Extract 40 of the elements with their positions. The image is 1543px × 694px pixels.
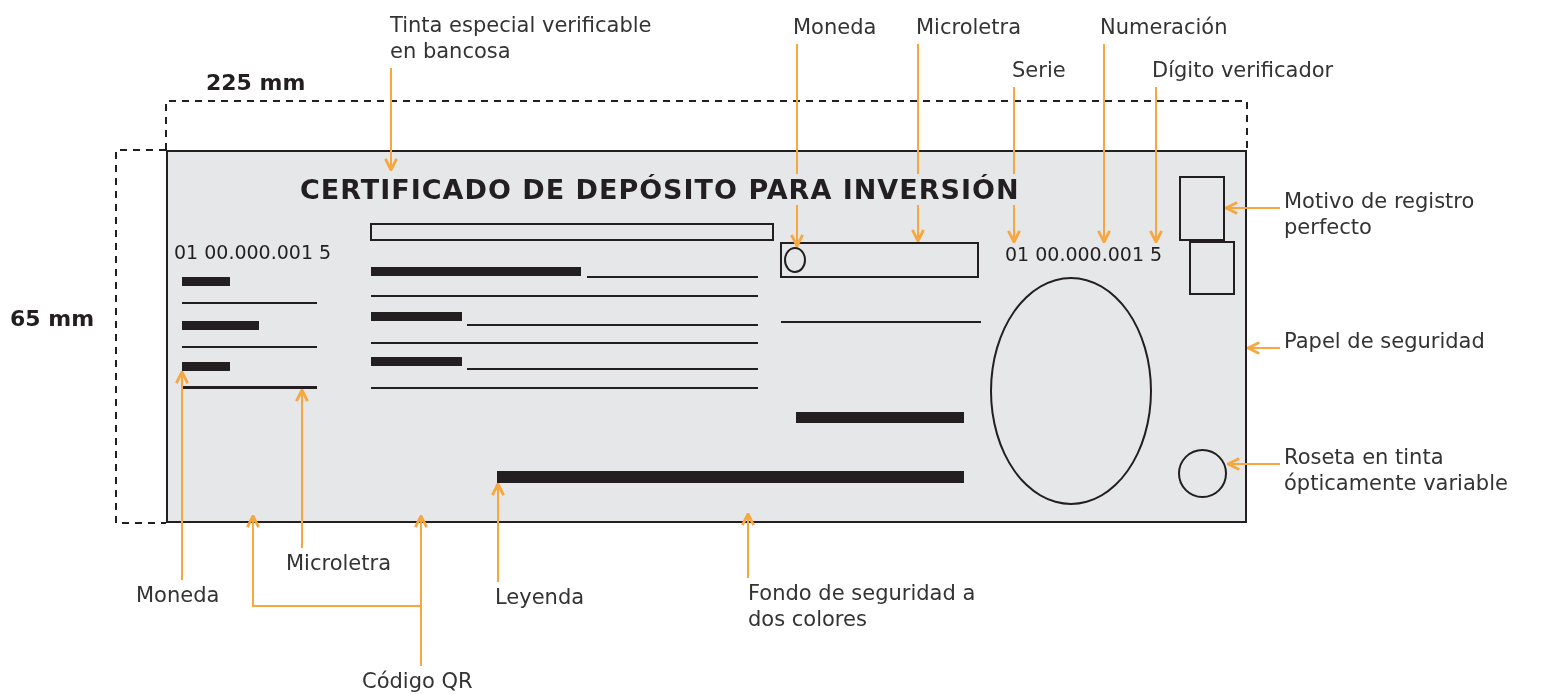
callout-label: Tinta especial verificable en bancosa bbox=[390, 12, 670, 64]
circle-mark bbox=[1178, 449, 1227, 498]
leader-line bbox=[295, 388, 309, 549]
serial-number: 01 00.000.001 5 bbox=[1005, 243, 1163, 265]
leader-line bbox=[1097, 43, 1111, 244]
callout-label: Dígito verificador bbox=[1152, 57, 1334, 83]
callout-label: Numeración bbox=[1100, 14, 1228, 40]
ink-bar bbox=[497, 471, 964, 483]
callout-label: Serie bbox=[1012, 57, 1066, 83]
callout-label: Moneda bbox=[793, 14, 877, 40]
dimension-label: 225 mm bbox=[206, 70, 306, 95]
callout-label: Moneda bbox=[136, 582, 220, 608]
ink-bar bbox=[182, 386, 317, 389]
callout-label: Código QR bbox=[362, 668, 473, 694]
security-frame bbox=[1189, 241, 1235, 295]
leader-line bbox=[1246, 341, 1281, 355]
certificate-document bbox=[166, 150, 1247, 523]
circle-mark bbox=[784, 247, 806, 273]
leader-line bbox=[1224, 201, 1281, 215]
callout-label: Roseta en tinta ópticamente variable bbox=[1284, 444, 1534, 496]
security-frame bbox=[780, 242, 979, 278]
leader-line bbox=[741, 512, 755, 579]
callout-label: Microletra bbox=[286, 550, 391, 576]
serial-number: 01 00.000.001 5 bbox=[174, 241, 332, 263]
callout-label: Motivo de registro perfecto bbox=[1284, 188, 1494, 240]
ink-bar bbox=[182, 362, 230, 371]
callout-label: Fondo de seguridad a dos colores bbox=[748, 580, 988, 632]
circle-mark bbox=[990, 277, 1152, 505]
callout-label: Microletra bbox=[916, 14, 1021, 40]
callout-label: Papel de seguridad bbox=[1284, 328, 1485, 354]
document-title: CERTIFICADO DE DEPÓSITO PARA INVERSIÓN bbox=[300, 174, 1020, 205]
leader-line bbox=[175, 370, 189, 581]
leader-line bbox=[246, 514, 422, 667]
leader-line bbox=[1226, 457, 1281, 471]
security-frame bbox=[1179, 176, 1225, 241]
leader-line bbox=[1149, 86, 1163, 244]
callout-label: Leyenda bbox=[495, 584, 585, 610]
leader-line bbox=[491, 482, 505, 583]
leader-line bbox=[384, 67, 398, 172]
dimension-label: 65 mm bbox=[10, 306, 95, 331]
